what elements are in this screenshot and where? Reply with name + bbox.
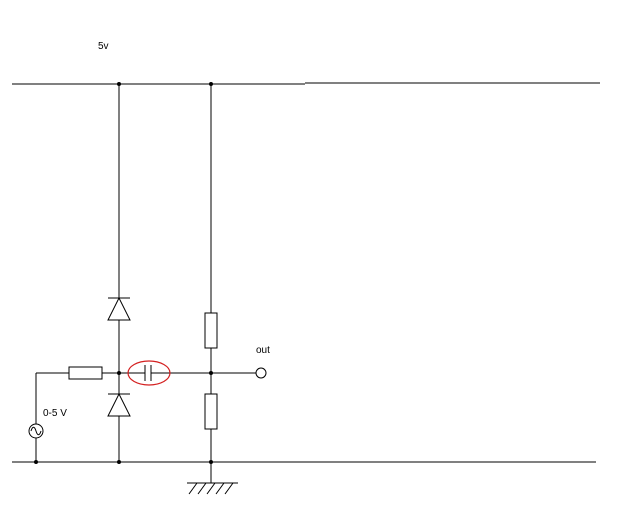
output-terminal	[255, 367, 267, 379]
coupling-capacitor	[144, 365, 152, 381]
junction-dot	[117, 371, 121, 375]
upper-resistor	[204, 312, 218, 349]
output-label: out	[256, 345, 270, 356]
ground-icon	[187, 482, 238, 495]
supply-label: 5v	[98, 41, 109, 52]
junction-dot	[117, 82, 121, 86]
junction-dot	[209, 371, 213, 375]
junction-dot	[209, 82, 213, 86]
junction-dot	[209, 460, 213, 464]
junction-dot	[34, 460, 38, 464]
capacitor-highlight	[127, 360, 171, 386]
lower-diode	[107, 392, 131, 417]
input-resistor	[68, 366, 103, 380]
lower-resistor	[204, 393, 218, 430]
junction-dot	[117, 460, 121, 464]
upper-diode	[107, 296, 131, 321]
source-label: 0-5 V	[43, 408, 67, 419]
ac-source-icon	[28, 423, 44, 439]
